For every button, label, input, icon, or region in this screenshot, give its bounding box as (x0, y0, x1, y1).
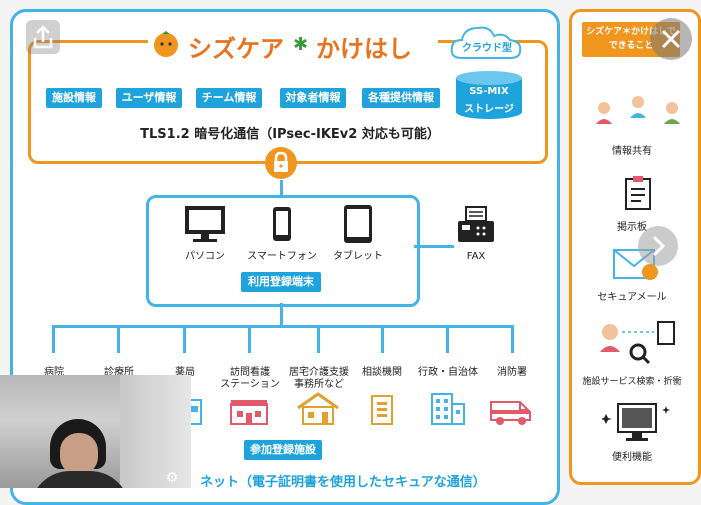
fax-connector (414, 245, 454, 248)
drop-line (381, 325, 384, 353)
city-hall-icon (430, 390, 466, 426)
drop-line (117, 325, 120, 353)
close-icon (661, 29, 681, 49)
share-button[interactable] (26, 20, 60, 54)
facility-info-button: 施設情報 (46, 88, 102, 108)
team-info-button: チーム情報 (196, 88, 262, 108)
security-text: TLS1.2 暗号化通信（IPsec-IKEv2 対応も可能） (140, 127, 440, 142)
facility-label-home-care: 居宅介護支援 事務所など (289, 367, 349, 390)
device-label-tablet: タブレット (333, 251, 383, 262)
useful-functions-icon (602, 400, 672, 446)
lock-icon (264, 146, 298, 180)
orange-mascot-icon (152, 30, 180, 58)
drop-line (317, 325, 320, 353)
smartphone-icon (272, 206, 292, 242)
cloud-badge: クラウド型 (448, 20, 524, 64)
nursing-station-icon (229, 398, 269, 426)
side-item-secure-mail: セキュアメール (597, 292, 667, 303)
side-item-useful: 便利機能 (612, 452, 652, 463)
share-icon (33, 25, 53, 49)
side-item-facility-search: 施設サービス検索・折衝 (582, 377, 682, 387)
registered-terminal-label: 利用登録端末 (241, 272, 321, 292)
facility-label-nursing: 訪問看護 ステーション (220, 367, 280, 390)
connector-line (280, 180, 283, 196)
facility-label-consult: 相談機関 (362, 367, 402, 378)
facility-label-clinic: 診療所 (104, 367, 134, 378)
people-share-icon (594, 94, 684, 134)
asterisk-icon: ✱ (293, 34, 309, 55)
fax-label: FAX (466, 251, 486, 262)
webcam-video (0, 375, 191, 488)
drop-line (511, 325, 514, 353)
title-main: シズケア (188, 35, 284, 63)
ambulance-icon (488, 396, 534, 426)
side-item-bulletin: 掲示板 (617, 222, 647, 233)
next-button[interactable] (638, 226, 678, 266)
provided-info-button: 各種提供情報 (362, 88, 440, 108)
chevron-right-icon (652, 235, 666, 257)
close-button[interactable] (650, 18, 692, 60)
facility-search-icon (598, 318, 678, 366)
facility-label-government: 行政・自治体 (418, 367, 478, 378)
target-info-button: 対象者情報 (280, 88, 346, 108)
house-icon (294, 392, 342, 426)
drop-line (52, 325, 55, 353)
tree-branch (52, 325, 514, 328)
webcam-background-shape (120, 375, 191, 488)
facility-label-fire: 消防署 (497, 367, 527, 378)
title-sub: かけはし (316, 35, 412, 63)
bulletin-board-icon (624, 175, 652, 211)
device-label-pc: パソコン (185, 251, 225, 262)
facility-label-hospital: 病院 (44, 367, 64, 378)
fax-icon (456, 206, 496, 244)
drop-line (183, 325, 186, 353)
tree-trunk (280, 303, 283, 325)
drop-line (248, 325, 251, 353)
person-face (60, 433, 98, 475)
drop-line (446, 325, 449, 353)
device-label-smartphone: スマートフォン (247, 251, 317, 262)
user-info-button: ユーザ情報 (116, 88, 182, 108)
bottom-network-text: ネット（電子証明書を使用したセキュアな通信） (200, 475, 486, 490)
app-title: シズケア ✱ かけはし (148, 26, 438, 63)
tablet-icon (343, 204, 373, 244)
ssmix-storage: SS-MIX ストレージ (454, 70, 524, 120)
side-item-info-share: 情報共有 (612, 146, 652, 157)
gear-icon[interactable]: ⚙ (165, 470, 179, 486)
participating-facilities-label: 参加登録施設 (244, 440, 322, 460)
facility-label-pharmacy: 薬局 (175, 367, 195, 378)
secure-mail-icon (612, 246, 660, 282)
office-icon (370, 394, 394, 426)
monitor-icon (183, 204, 227, 244)
person-body (30, 471, 130, 488)
